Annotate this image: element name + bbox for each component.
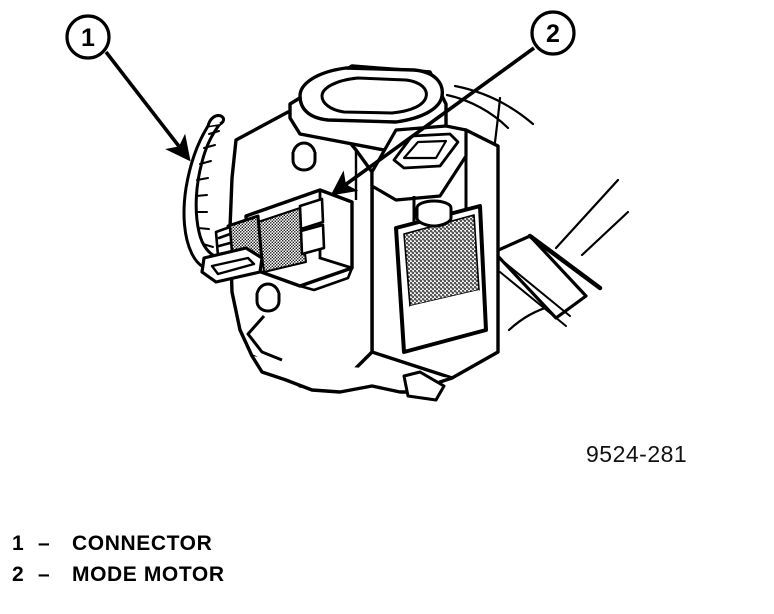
legend-item-2-dash: – [38,563,51,586]
legend-item-2-label: MODE MOTOR [72,563,225,586]
legend: 1 – CONNECTOR 2 – MODE MOTOR [12,528,432,590]
legend-item-1: 1 – CONNECTOR [12,528,432,559]
callout-2-leader [330,46,536,196]
housing-stepped-riser [370,124,468,238]
legend-item-2-number: 2 [12,563,25,586]
callout-2-number: 2 [546,20,560,48]
figure-reference-number: 9524-281 [586,441,688,467]
harness-retaining-clip [200,246,264,284]
callout-1: 1 [65,14,191,162]
callout-1-circle [65,14,111,60]
callout-1-number: 1 [81,24,95,52]
legend-item-1-number: 1 [12,532,25,555]
legend-item-1-label: CONNECTOR [72,532,213,555]
callout-1-leader [104,50,191,162]
housing-boss-upper [291,141,317,172]
angled-duct-bracket [492,233,603,327]
stippled-service-panel [394,199,488,354]
housing-boss-lower [255,282,281,313]
callout-2-circle [530,10,576,56]
legend-item-2: 2 – MODE MOTOR [12,559,432,590]
callout-2: 2 [330,10,576,196]
legend-item-1-dash: – [38,532,51,555]
